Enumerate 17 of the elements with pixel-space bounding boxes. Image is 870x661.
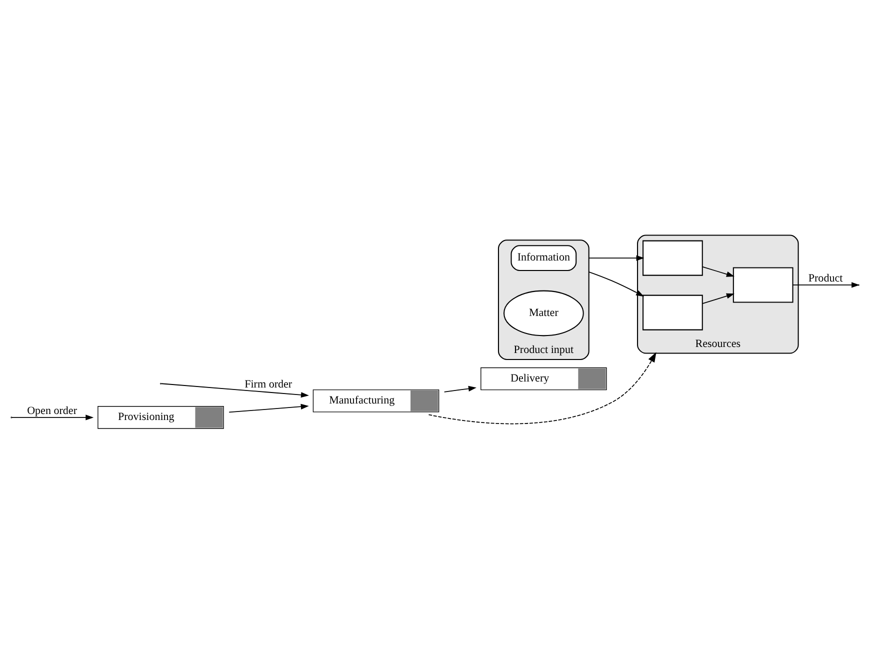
node-box: Information [510,245,577,271]
node-box [642,240,703,276]
arrow [228,404,309,413]
edge-label: Firm order [244,378,292,391]
arrow [588,255,644,261]
arrow [11,414,94,420]
edge-label: Open order [27,404,78,417]
node-box [732,267,794,303]
arrow [702,293,734,304]
node-box [642,294,703,330]
arrow [161,383,309,398]
node-ellipse: Matter [503,290,584,336]
arrow [702,266,734,277]
edge-label: Product [808,272,843,284]
arrow [588,271,644,297]
arrow [444,386,476,392]
arrow [428,352,656,424]
